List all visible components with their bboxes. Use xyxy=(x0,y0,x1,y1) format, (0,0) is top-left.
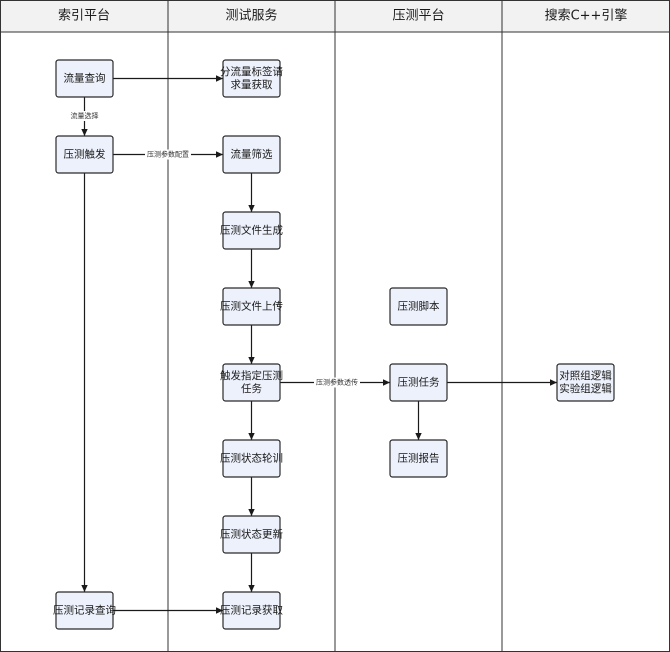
node-label: 触发指定压测 xyxy=(220,369,283,382)
node-upload[interactable]: 压测文件上传 xyxy=(220,287,283,326)
node-report[interactable]: 压测报告 xyxy=(389,439,448,478)
node-box xyxy=(222,515,281,554)
lane-title: 测试服务 xyxy=(225,8,277,24)
lane-header-bg xyxy=(0,0,168,32)
node-label: 求量获取 xyxy=(231,79,273,91)
lane-title: 索引平台 xyxy=(58,9,110,24)
node-label: 压测状态更新 xyxy=(220,528,283,541)
lane-header-bg xyxy=(502,0,670,32)
node-label: 压测触发 xyxy=(64,148,106,161)
node-box xyxy=(55,135,114,174)
node-box xyxy=(222,363,281,402)
edge-e3: 压测参数配置 xyxy=(113,149,223,160)
node-label: 压测记录查询 xyxy=(53,604,116,617)
node-box xyxy=(389,439,448,478)
node-box xyxy=(222,591,281,630)
edge-label-bg xyxy=(145,149,191,160)
node-script[interactable]: 压测脚本 xyxy=(389,287,448,326)
node-box xyxy=(222,135,281,174)
node-task[interactable]: 压测任务 xyxy=(389,363,448,402)
node-box xyxy=(389,287,448,326)
node-filter[interactable]: 流量筛选 xyxy=(222,135,281,174)
node-box xyxy=(222,211,281,250)
node-flow-query[interactable]: 流量查询 xyxy=(55,59,114,98)
node-trigger[interactable]: 压测触发 xyxy=(55,135,114,174)
node-gen[interactable]: 压测文件生成 xyxy=(220,211,283,250)
edge-e8: 压测参数透传 xyxy=(280,377,390,388)
node-box xyxy=(389,363,448,402)
node-label: 压测报告 xyxy=(398,452,440,465)
node-record-query[interactable]: 压测记录查询 xyxy=(53,591,116,630)
node-label: 流量筛选 xyxy=(231,148,273,161)
lane-test: 测试服务 xyxy=(168,0,335,32)
node-label: 任务 xyxy=(241,382,262,395)
node-box xyxy=(55,591,114,630)
edge-label: 压测参数配置 xyxy=(147,150,189,159)
node-label: 压测文件生成 xyxy=(220,224,283,237)
lane-index: 索引平台 xyxy=(0,0,168,32)
node-label: 实验组逻辑 xyxy=(559,382,612,395)
node-box xyxy=(222,287,281,326)
node-label: 对照组逻辑 xyxy=(559,369,612,382)
node-box xyxy=(222,439,281,478)
node-label: 压测状态轮训 xyxy=(220,452,283,465)
lane-engine: 搜索C++引擎 xyxy=(502,0,670,32)
node-label: 分流量标签请 xyxy=(220,65,283,78)
lane-header-bg xyxy=(335,0,502,32)
edge-label: 压测参数透传 xyxy=(316,378,358,387)
edge-label-bg xyxy=(314,377,360,388)
node-update[interactable]: 压测状态更新 xyxy=(220,515,283,554)
node-label: 流量查询 xyxy=(64,72,106,85)
node-label: 压测记录获取 xyxy=(220,604,283,617)
node-record-fetch[interactable]: 压测记录获取 xyxy=(220,591,283,630)
node-box xyxy=(222,59,281,98)
node-label: 压测任务 xyxy=(398,376,440,389)
node-label: 压测脚本 xyxy=(398,300,440,313)
edge-label-bg xyxy=(68,111,101,121)
lane-title: 压测平台 xyxy=(392,9,444,24)
edge-label: 流量选择 xyxy=(71,111,99,120)
lane-title: 搜索C++引擎 xyxy=(545,9,628,24)
edge-e2: 流量选择 xyxy=(68,97,101,136)
lane-press: 压测平台 xyxy=(335,0,502,32)
lane-header-bg xyxy=(168,0,335,32)
node-box xyxy=(55,59,114,98)
node-poll[interactable]: 压测状态轮训 xyxy=(220,439,283,478)
node-box xyxy=(556,363,615,402)
node-label: 压测文件上传 xyxy=(220,300,283,313)
